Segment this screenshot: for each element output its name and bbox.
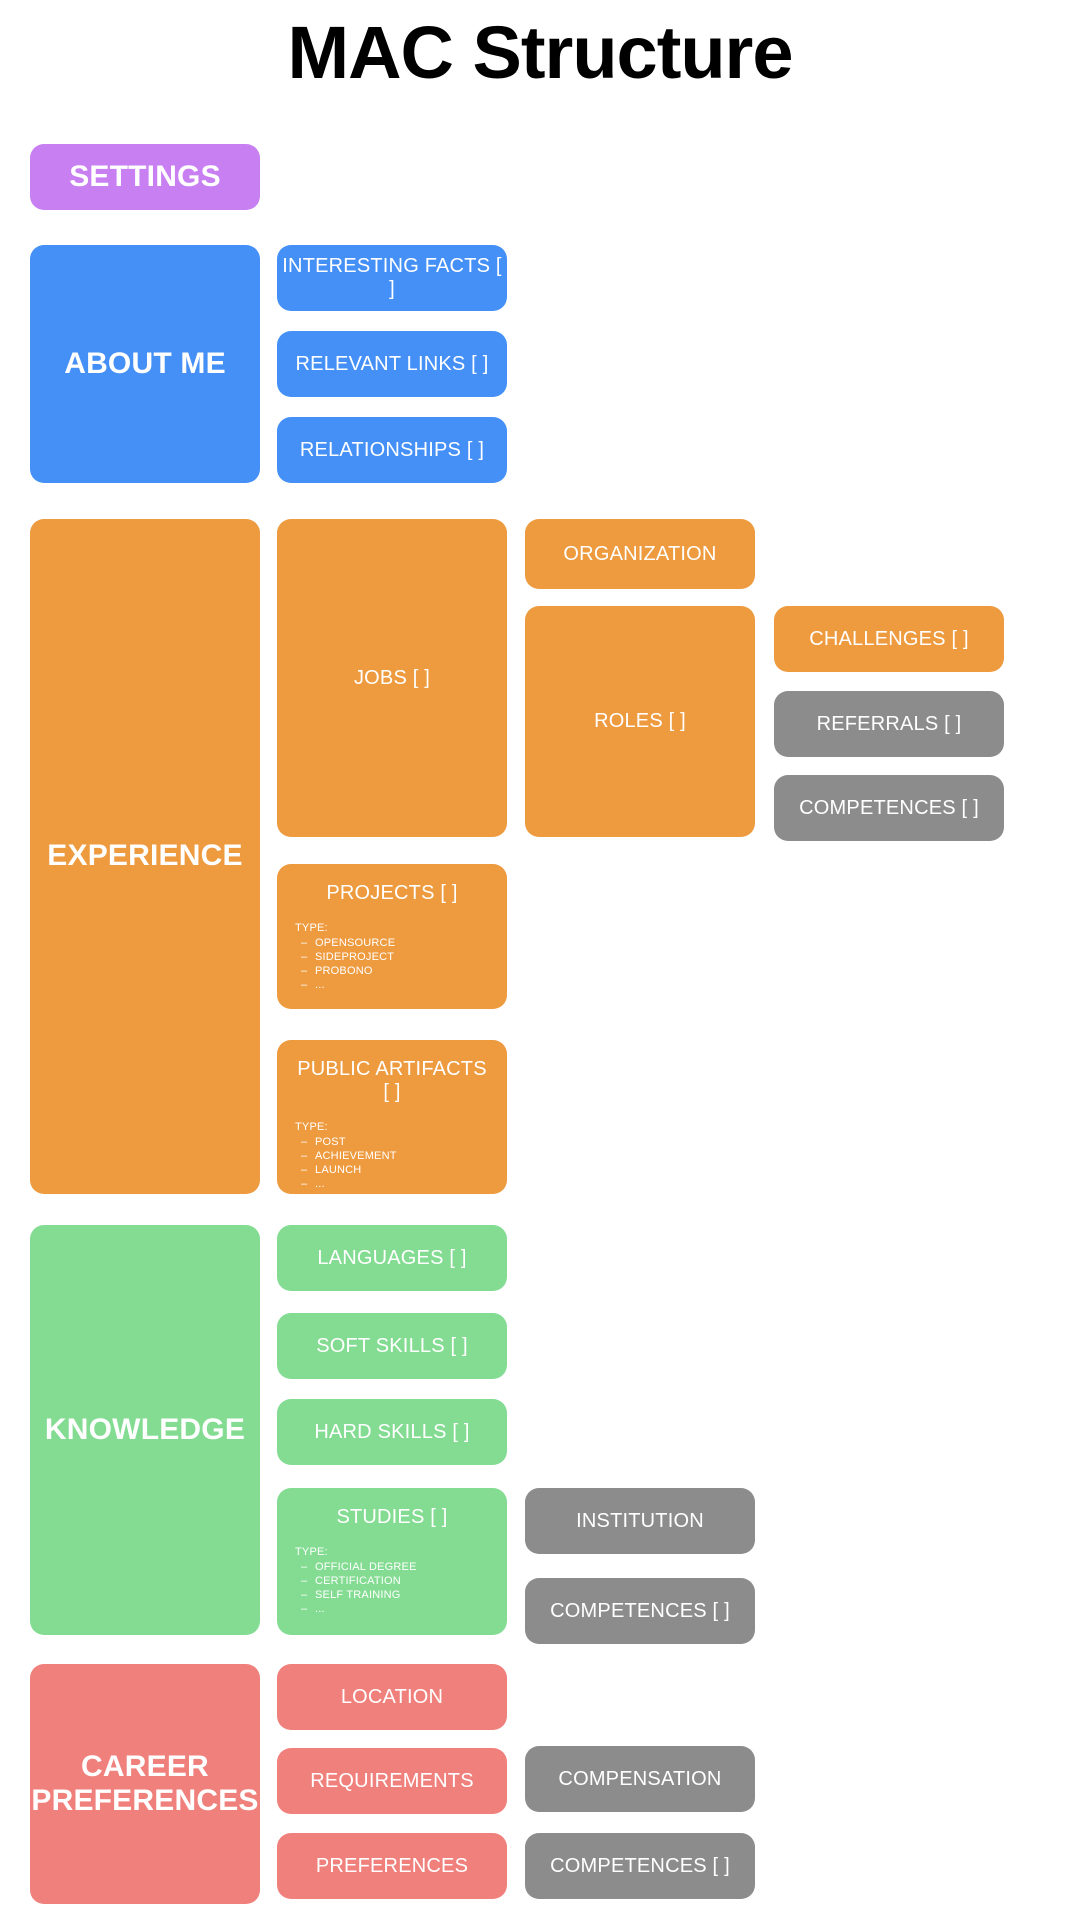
public-artifacts-type-item-text: POST bbox=[315, 1136, 346, 1149]
public-artifacts-type-item-text: ACHIEVEMENT bbox=[315, 1150, 397, 1163]
node-preferences[interactable]: PREFERENCES bbox=[277, 1833, 507, 1899]
node-languages-label: LANGUAGES [ ] bbox=[317, 1246, 467, 1269]
node-competences-career[interactable]: COMPETENCES [ ] bbox=[525, 1833, 755, 1899]
studies-type-item: –SELF TRAINING bbox=[301, 1589, 401, 1602]
studies-type-list: TYPE: –OFFICIAL DEGREE –CERTIFICATION –S… bbox=[295, 1545, 489, 1616]
node-public-artifacts-label: PUBLIC ARTIFACTS [ ] bbox=[297, 1058, 487, 1103]
node-roles[interactable]: ROLES [ ] bbox=[525, 606, 755, 837]
node-relationships[interactable]: RELATIONSHIPS [ ] bbox=[277, 417, 507, 483]
node-compensation-label: COMPENSATION bbox=[558, 1767, 722, 1790]
page-title: MAC Structure bbox=[287, 11, 793, 94]
node-experience[interactable]: EXPERIENCE bbox=[30, 519, 260, 1194]
node-challenges-label: CHALLENGES [ ] bbox=[809, 627, 969, 650]
node-organization[interactable]: ORGANIZATION bbox=[525, 519, 755, 589]
node-organization-label: ORGANIZATION bbox=[563, 542, 717, 565]
node-roles-label: ROLES [ ] bbox=[594, 710, 686, 732]
node-languages[interactable]: LANGUAGES [ ] bbox=[277, 1225, 507, 1291]
node-requirements-label: REQUIREMENTS bbox=[310, 1769, 474, 1792]
node-competences-experience-label: COMPETENCES [ ] bbox=[799, 796, 979, 819]
node-relationships-label: RELATIONSHIPS [ ] bbox=[299, 438, 485, 461]
node-projects[interactable]: PROJECTS [ ] TYPE: –OPENSOURCE –SIDEPROJ… bbox=[277, 864, 507, 1009]
projects-type-item: –OPENSOURCE bbox=[301, 937, 396, 950]
studies-type-item-text: ... bbox=[315, 1603, 325, 1616]
node-competences-knowledge[interactable]: COMPETENCES [ ] bbox=[525, 1578, 755, 1644]
node-hard-skills-label: HARD SKILLS [ ] bbox=[314, 1420, 470, 1443]
public-artifacts-type-head: TYPE: bbox=[295, 1121, 328, 1133]
projects-type-item: –SIDEPROJECT bbox=[301, 951, 395, 964]
node-knowledge[interactable]: KNOWLEDGE bbox=[30, 1225, 260, 1635]
studies-type-head: TYPE: bbox=[295, 1546, 328, 1558]
node-about-me[interactable]: ABOUT ME bbox=[30, 245, 260, 483]
public-artifacts-type-list: TYPE: –POST –ACHIEVEMENT –LAUNCH –... bbox=[295, 1120, 489, 1191]
public-artifacts-type-item-text: ... bbox=[315, 1178, 325, 1191]
node-projects-label: PROJECTS [ ] bbox=[326, 882, 458, 904]
node-referrals-label: REFERRALS [ ] bbox=[816, 712, 962, 735]
node-interesting-facts[interactable]: INTERESTING FACTS [ ] bbox=[277, 245, 507, 311]
projects-type-item: –PROBONO bbox=[301, 965, 373, 978]
node-studies[interactable]: STUDIES [ ] TYPE: –OFFICIAL DEGREE –CERT… bbox=[277, 1488, 507, 1635]
node-relevant-links-label: RELEVANT LINKS [ ] bbox=[295, 352, 489, 375]
public-artifacts-type-item: –POST bbox=[301, 1136, 346, 1149]
node-interesting-facts-label: INTERESTING FACTS [ ] bbox=[282, 255, 502, 300]
projects-type-item-text: ... bbox=[315, 979, 325, 992]
studies-type-item: –CERTIFICATION bbox=[301, 1575, 401, 1588]
node-challenges[interactable]: CHALLENGES [ ] bbox=[774, 606, 1004, 672]
node-career-preferences-label: CAREER PREFERENCES bbox=[31, 1749, 259, 1818]
node-location[interactable]: LOCATION bbox=[277, 1664, 507, 1730]
studies-type-item: –... bbox=[301, 1603, 325, 1616]
node-hard-skills[interactable]: HARD SKILLS [ ] bbox=[277, 1399, 507, 1465]
studies-type-item-text: OFFICIAL DEGREE bbox=[315, 1561, 417, 1574]
projects-type-item-text: PROBONO bbox=[315, 965, 373, 978]
node-requirements[interactable]: REQUIREMENTS bbox=[277, 1748, 507, 1814]
node-career-preferences[interactable]: CAREER PREFERENCES bbox=[30, 1664, 260, 1904]
node-experience-label: EXPERIENCE bbox=[47, 839, 243, 873]
node-studies-label: STUDIES [ ] bbox=[336, 1506, 448, 1528]
studies-type-item-text: CERTIFICATION bbox=[315, 1575, 401, 1588]
projects-type-item: –... bbox=[301, 979, 325, 992]
node-soft-skills-label: SOFT SKILLS [ ] bbox=[316, 1334, 468, 1357]
public-artifacts-type-item: –ACHIEVEMENT bbox=[301, 1150, 397, 1163]
node-knowledge-label: KNOWLEDGE bbox=[44, 1412, 246, 1446]
node-competences-career-label: COMPETENCES [ ] bbox=[550, 1854, 730, 1877]
node-relevant-links[interactable]: RELEVANT LINKS [ ] bbox=[277, 331, 507, 397]
node-settings-label: SETTINGS bbox=[69, 159, 221, 193]
node-institution-label: INSTITUTION bbox=[576, 1509, 704, 1532]
projects-type-list: TYPE: –OPENSOURCE –SIDEPROJECT –PROBONO … bbox=[295, 921, 489, 992]
public-artifacts-type-item: –LAUNCH bbox=[301, 1164, 362, 1177]
node-referrals[interactable]: REFERRALS [ ] bbox=[774, 691, 1004, 757]
node-soft-skills[interactable]: SOFT SKILLS [ ] bbox=[277, 1313, 507, 1379]
studies-type-item-text: SELF TRAINING bbox=[315, 1589, 401, 1602]
node-compensation[interactable]: COMPENSATION bbox=[525, 1746, 755, 1812]
studies-type-item: –OFFICIAL DEGREE bbox=[301, 1561, 417, 1574]
node-jobs-label: JOBS [ ] bbox=[353, 666, 431, 689]
node-settings[interactable]: SETTINGS bbox=[30, 144, 260, 210]
node-competences-knowledge-label: COMPETENCES [ ] bbox=[550, 1599, 730, 1622]
node-preferences-label: PREFERENCES bbox=[315, 1854, 469, 1877]
projects-type-item-text: SIDEPROJECT bbox=[315, 951, 395, 964]
node-institution[interactable]: INSTITUTION bbox=[525, 1488, 755, 1554]
node-competences-experience[interactable]: COMPETENCES [ ] bbox=[774, 775, 1004, 841]
public-artifacts-type-item-text: LAUNCH bbox=[315, 1164, 362, 1177]
node-location-label: LOCATION bbox=[340, 1685, 444, 1708]
public-artifacts-type-item: –... bbox=[301, 1178, 325, 1191]
node-about-me-label: ABOUT ME bbox=[64, 346, 226, 380]
node-jobs[interactable]: JOBS [ ] bbox=[277, 519, 507, 837]
node-public-artifacts[interactable]: PUBLIC ARTIFACTS [ ] TYPE: –POST –ACHIEV… bbox=[277, 1040, 507, 1194]
projects-type-head: TYPE: bbox=[295, 922, 328, 934]
projects-type-item-text: OPENSOURCE bbox=[315, 937, 396, 950]
